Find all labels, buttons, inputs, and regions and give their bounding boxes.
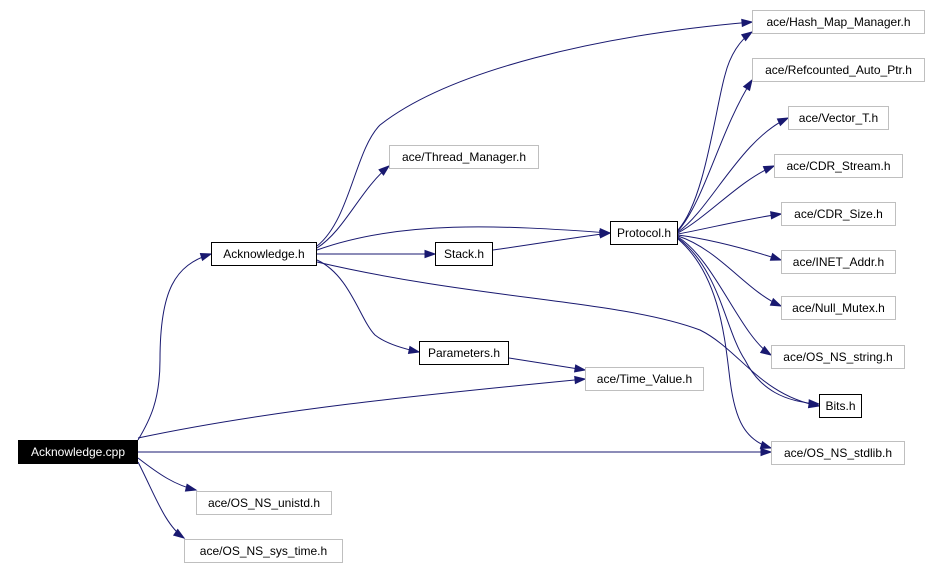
edge-acknowledge-h-to-bits-h: [316, 261, 820, 407]
arrowhead-inet-addr-h: [769, 252, 783, 261]
edge-protocol-h-to-bits-h: [677, 237, 820, 405]
edge-protocol-h-to-hash-map-manager-h: [677, 31, 753, 231]
edge-protocol-h-to-os-ns-string-h: [677, 236, 772, 356]
edge-protocol-h-to-vector-t-h: [677, 117, 789, 233]
arrowhead-os-ns-sys-time-h: [172, 528, 186, 539]
node-null-mutex-h[interactable]: ace/Null_Mutex.h: [781, 296, 896, 320]
edge-acknowledge-cpp-to-time-value-h: [137, 378, 586, 439]
edge-acknowledge-cpp-to-acknowledge-h: [137, 253, 212, 441]
edge-parameters-h-to-time-value-h: [508, 357, 586, 371]
node-os-ns-string-h[interactable]: ace/OS_NS_string.h: [771, 345, 905, 369]
arrowhead-hash-map-manager-h: [741, 18, 754, 28]
arrowhead-hash-map-manager-h: [740, 31, 754, 42]
arrowhead-time-value-h: [573, 364, 587, 373]
node-acknowledge-cpp[interactable]: Acknowledge.cpp: [18, 440, 138, 464]
node-refcounted-auto-ptr-h[interactable]: ace/Refcounted_Auto_Ptr.h: [752, 58, 925, 82]
arrowhead-protocol-h: [599, 230, 612, 239]
arrowhead-os-ns-stdlib-h: [760, 447, 773, 457]
edge-acknowledge-h-to-protocol-h: [316, 226, 611, 251]
edge-protocol-h-to-cdr-size-h: [677, 213, 782, 235]
arrowhead-stack-h: [424, 249, 437, 259]
node-acknowledge-h[interactable]: Acknowledge.h: [211, 242, 317, 266]
arrowhead-cdr-stream-h: [762, 165, 776, 174]
edge-stack-h-to-protocol-h: [492, 232, 611, 251]
node-os-ns-stdlib-h[interactable]: ace/OS_NS_stdlib.h: [771, 441, 905, 465]
edge-acknowledge-h-to-hash-map-manager-h: [316, 21, 753, 247]
arrowhead-acknowledge-h: [199, 253, 213, 262]
edge-acknowledge-h-to-thread-manager-h: [316, 165, 390, 249]
node-hash-map-manager-h[interactable]: ace/Hash_Map_Manager.h: [752, 10, 925, 34]
arrowhead-refcounted-auto-ptr-h: [742, 78, 753, 92]
edge-protocol-h-to-os-ns-stdlib-h: [677, 238, 772, 449]
arrowhead-thread-manager-h: [378, 165, 391, 176]
node-cdr-size-h[interactable]: ace/CDR_Size.h: [781, 202, 896, 226]
edge-protocol-h-to-null-mutex-h: [677, 235, 782, 307]
node-stack-h[interactable]: Stack.h: [435, 242, 493, 266]
arrowhead-bits-h: [808, 399, 821, 408]
node-os-ns-unistd-h[interactable]: ace/OS_NS_unistd.h: [196, 491, 332, 515]
arrowhead-os-ns-string-h: [759, 345, 773, 356]
node-time-value-h[interactable]: ace/Time_Value.h: [585, 367, 704, 391]
node-inet-addr-h[interactable]: ace/INET_Addr.h: [781, 250, 896, 274]
edge-protocol-h-to-inet-addr-h: [677, 234, 782, 261]
arrowhead-os-ns-stdlib-h: [759, 440, 773, 449]
edge-acknowledge-cpp-to-os-ns-sys-time-h: [137, 461, 185, 539]
node-parameters-h[interactable]: Parameters.h: [419, 341, 509, 365]
node-os-ns-sys-time-h[interactable]: ace/OS_NS_sys_time.h: [184, 539, 343, 563]
node-cdr-stream-h[interactable]: ace/CDR_Stream.h: [774, 154, 903, 178]
node-bits-h[interactable]: Bits.h: [819, 394, 862, 418]
edge-protocol-h-to-refcounted-auto-ptr-h: [677, 79, 753, 232]
node-vector-t-h[interactable]: ace/Vector_T.h: [788, 106, 889, 130]
arrowhead-vector-t-h: [776, 117, 790, 127]
edge-protocol-h-to-cdr-stream-h: [677, 165, 775, 234]
arrowhead-time-value-h: [574, 375, 587, 385]
node-thread-manager-h[interactable]: ace/Thread_Manager.h: [389, 145, 539, 169]
node-protocol-h[interactable]: Protocol.h: [610, 221, 678, 245]
arrowhead-parameters-h: [407, 345, 421, 354]
arrowhead-null-mutex-h: [769, 297, 783, 307]
arrowhead-os-ns-unistd-h: [184, 483, 198, 492]
arrowhead-cdr-size-h: [770, 211, 783, 220]
edge-acknowledge-h-to-parameters-h: [316, 259, 420, 353]
